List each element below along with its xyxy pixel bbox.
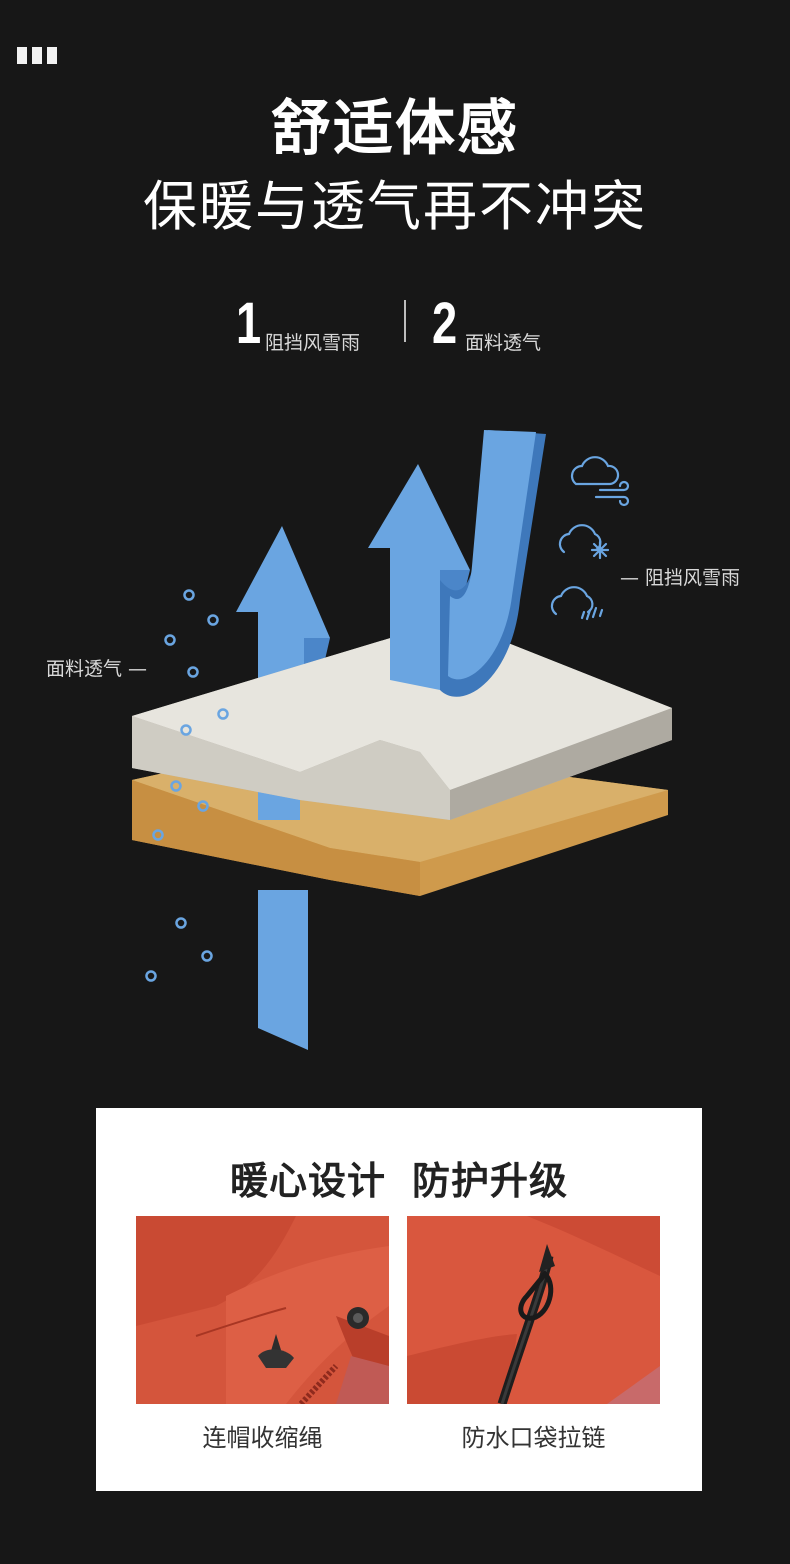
waterproof-zipper-caption: 防水口袋拉链	[461, 1424, 606, 1452]
feature-list: 1 阻挡风雪雨 2 面料透气	[0, 290, 790, 360]
fabric-layer-diagram	[132, 430, 672, 1050]
design-card: 暖心设计防护升级 连帽收缩绳 防水口袋拉链	[96, 1108, 702, 1491]
cloud-rain-icon	[550, 586, 604, 621]
card-title-right: 防护升级	[412, 1159, 569, 1203]
weather-block-label: — 阻挡风雪雨	[620, 567, 741, 589]
breathable-label: 面料透气 —	[46, 658, 148, 680]
cloud-wind-icon	[570, 456, 630, 507]
hood-drawcord-photo	[136, 1216, 389, 1404]
feature-label-1: 阻挡风雪雨	[265, 332, 361, 354]
card-title: 暖心设计防护升级	[96, 1150, 702, 1205]
air-bubbles	[145, 589, 229, 982]
feature-divider	[404, 300, 406, 342]
hood-drawcord-caption: 连帽收缩绳	[202, 1424, 323, 1452]
cloud-snow-icon	[558, 524, 610, 560]
page-title: 舒适体感	[271, 94, 519, 164]
menu-icon[interactable]	[17, 47, 57, 64]
blocking-arrow	[440, 430, 546, 697]
shell-layer	[132, 620, 672, 820]
feature-number-1: 1	[236, 291, 262, 356]
page-subtitle: 保暖与透气再不冲突	[143, 175, 647, 238]
feature-number-2: 2	[432, 291, 458, 356]
waterproof-zipper-photo	[407, 1216, 660, 1404]
feature-label-2: 面料透气	[465, 332, 542, 354]
card-title-left: 暖心设计	[229, 1159, 386, 1203]
